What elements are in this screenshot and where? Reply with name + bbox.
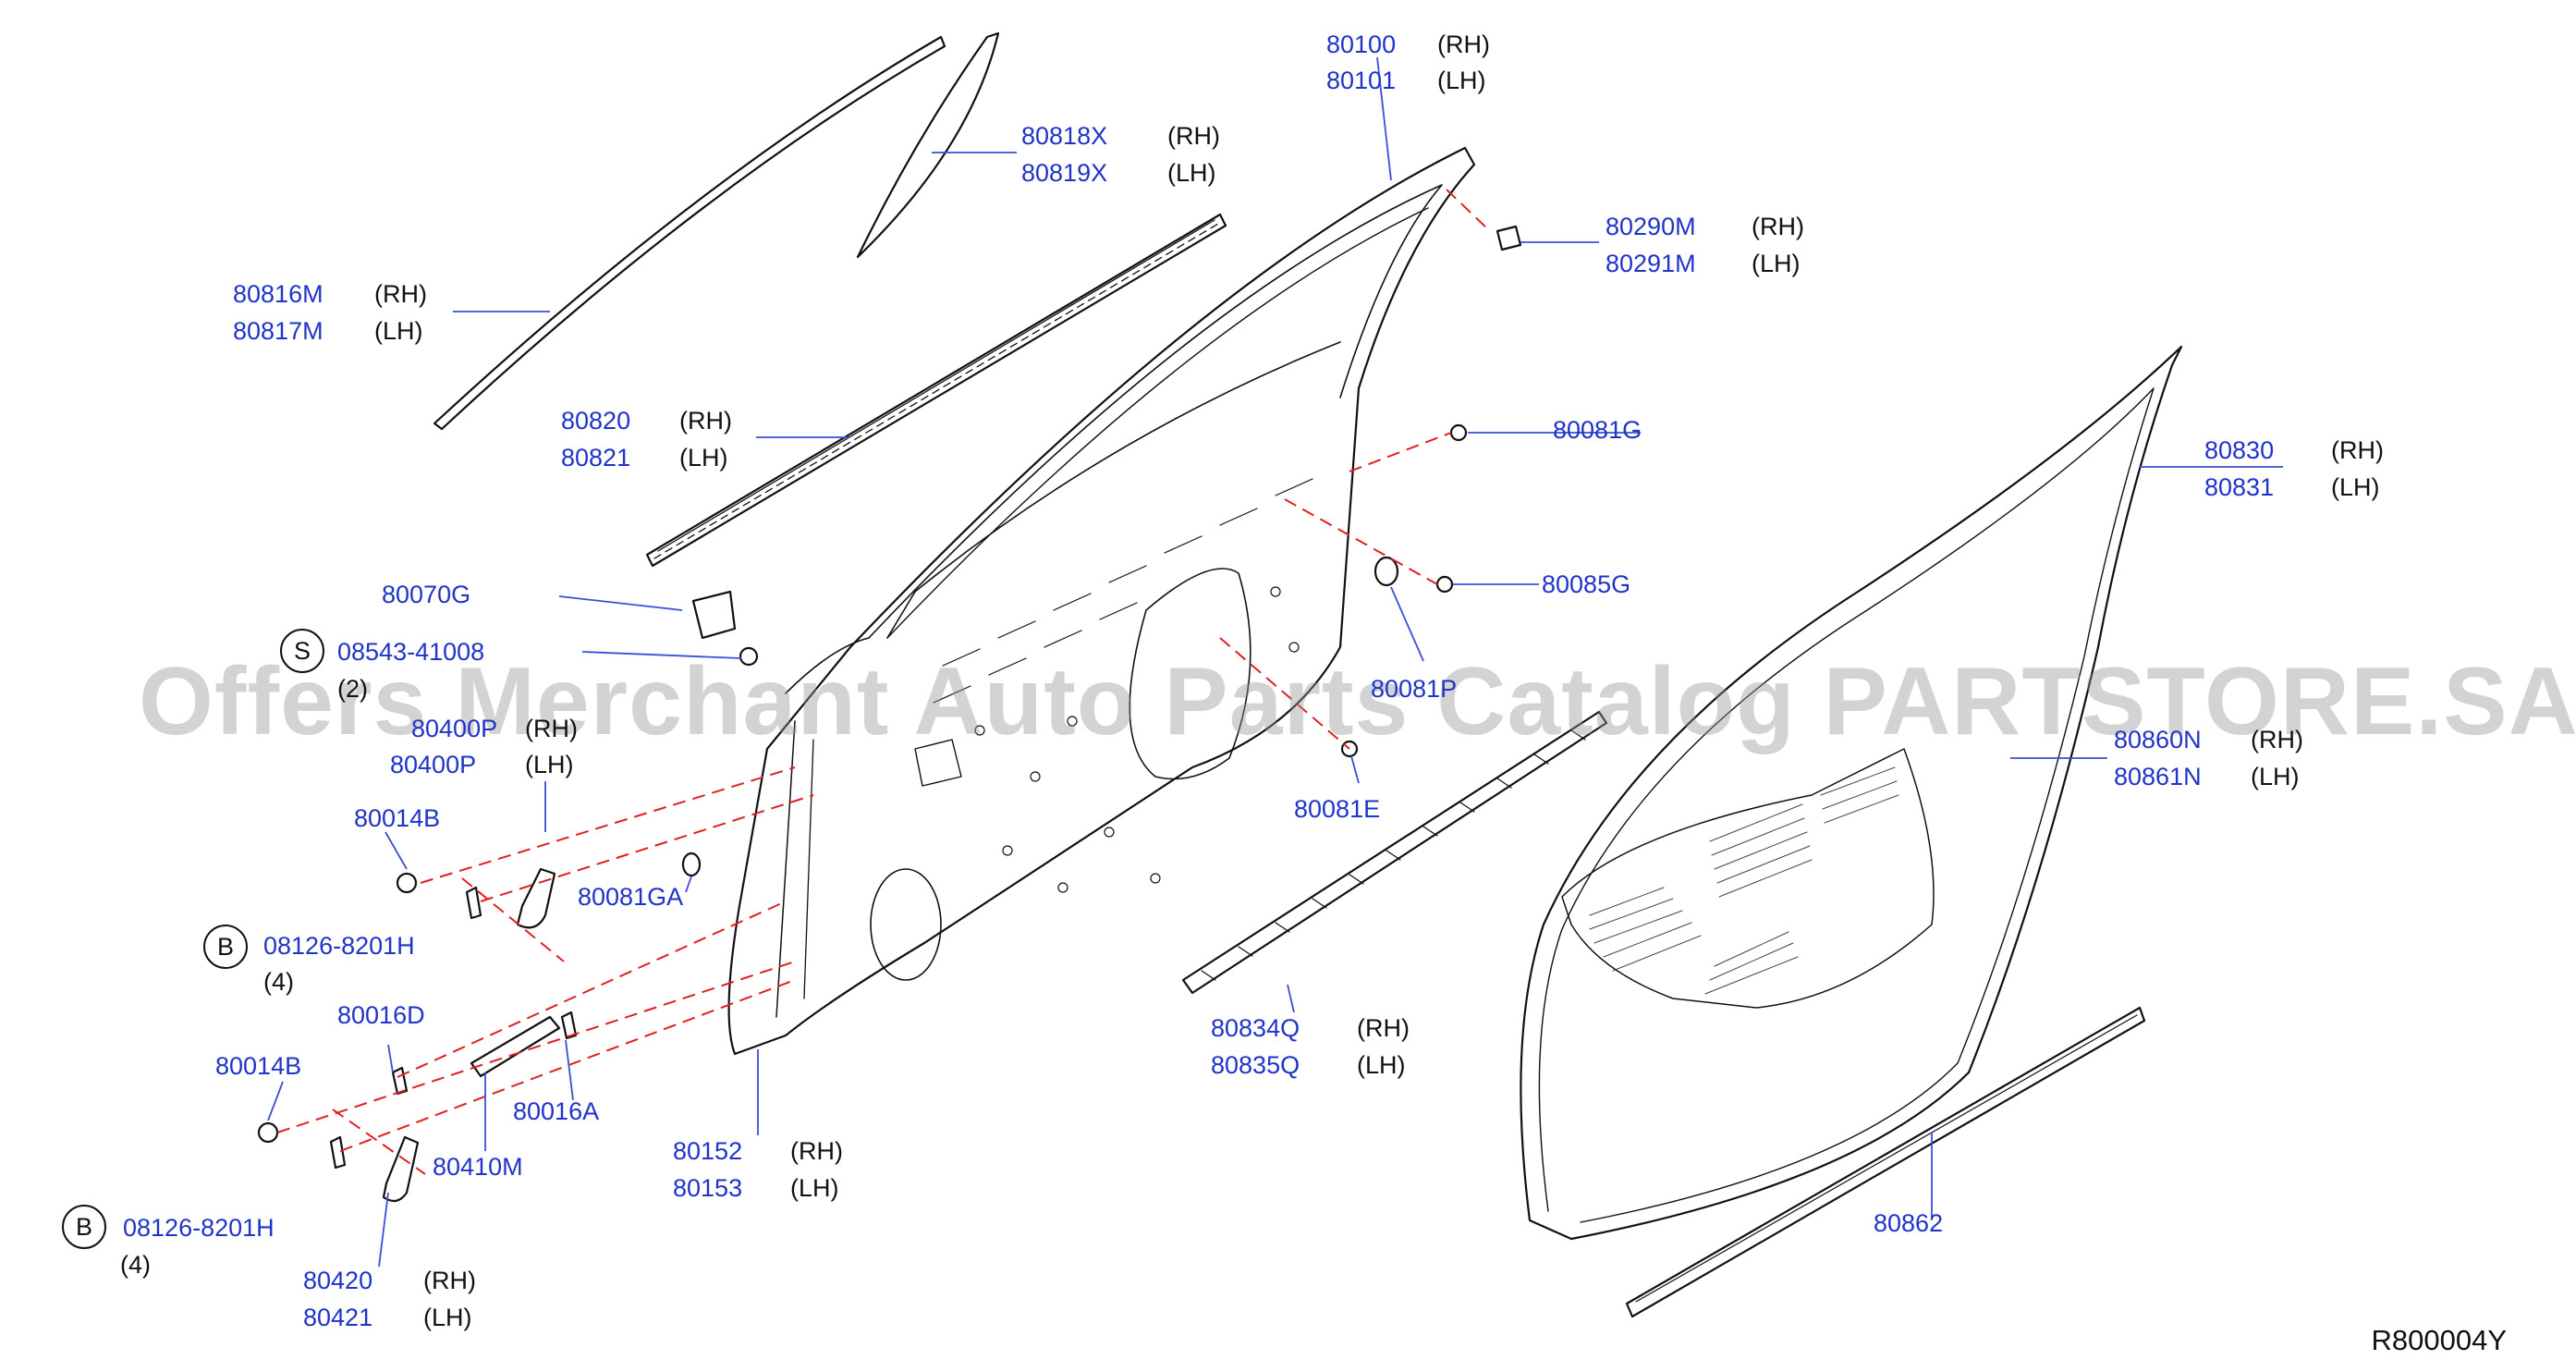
clip-80070G [691, 590, 737, 640]
bolt-upper [465, 886, 482, 920]
part-80816M[interactable]: 80816M [233, 280, 324, 308]
suffix-lh: (LH) [423, 1304, 472, 1331]
diagram-reference-code: R800004Y [2371, 1324, 2507, 1356]
symbol-b-circle: B [62, 1205, 106, 1249]
belt-moulding-strip [645, 213, 1227, 568]
suffix-lh: (LH) [1357, 1051, 1406, 1079]
part-80400P[interactable]: 80400P [390, 751, 477, 778]
part-80420[interactable]: 80420 [303, 1267, 373, 1294]
suffix-rh: (RH) [374, 280, 427, 308]
door-frame-outer [727, 146, 1476, 1056]
nut-lower [257, 1121, 279, 1144]
part-80291M[interactable]: 80291M [1605, 250, 1696, 277]
lower-door-seal [1625, 1006, 2146, 1318]
part-08543-41008[interactable]: 08543-41008 [337, 638, 485, 666]
symbol-b-circle: B [203, 925, 248, 969]
part-80862[interactable]: 80862 [1874, 1209, 1944, 1237]
part-80400P-rh[interactable]: 80400P [411, 715, 498, 742]
suffix-lh: (LH) [374, 317, 423, 345]
sealing-screen [1561, 748, 1935, 1009]
part-80835Q[interactable]: 80835Q [1211, 1051, 1300, 1079]
part-80100[interactable]: 80100 [1326, 31, 1397, 58]
part-80821[interactable]: 80821 [561, 444, 631, 472]
part-80818X[interactable]: 80818X [1021, 122, 1108, 150]
quantity-4: (4) [263, 968, 294, 996]
part-80014B[interactable]: 80014B [354, 804, 441, 832]
part-80081GA[interactable]: 80081GA [578, 883, 684, 911]
suffix-lh: (LH) [2331, 473, 2380, 501]
bolt-check [391, 1066, 409, 1096]
suffix-rh: (RH) [525, 715, 578, 742]
lower-hinge [382, 1135, 420, 1203]
grommet-80081E [1340, 740, 1359, 758]
suffix-lh: (LH) [679, 444, 728, 472]
suffix-rh: (RH) [423, 1267, 476, 1294]
sash-finisher-piece [856, 31, 1000, 259]
quantity-2: (2) [337, 675, 368, 703]
part-80831[interactable]: 80831 [2204, 473, 2275, 501]
part-80153[interactable]: 80153 [673, 1174, 743, 1202]
part-80101[interactable]: 80101 [1326, 67, 1397, 94]
suffix-rh: (RH) [2251, 726, 2303, 753]
part-80817M[interactable]: 80817M [233, 317, 324, 345]
part-80152[interactable]: 80152 [673, 1137, 743, 1165]
bolt-check-b [560, 1011, 578, 1040]
part-80860N[interactable]: 80860N [2114, 726, 2202, 753]
part-80819X[interactable]: 80819X [1021, 159, 1108, 187]
part-80081G[interactable]: 80081G [1553, 416, 1642, 444]
suffix-rh: (RH) [1357, 1014, 1410, 1042]
watermark-text: Offers Merchant Auto Parts Catalog PARTS… [139, 648, 2576, 755]
suffix-rh: (RH) [790, 1137, 843, 1165]
bracket-80290M [1496, 225, 1522, 251]
suffix-rh: (RH) [1167, 122, 1220, 150]
suffix-lh: (LH) [2251, 763, 2300, 790]
part-80820[interactable]: 80820 [561, 407, 631, 435]
suffix-lh: (LH) [1167, 159, 1216, 187]
plug-80081GA [681, 851, 702, 877]
outer-weatherstrip [1181, 710, 1608, 995]
plug-80085G [1435, 575, 1454, 594]
part-08126-8201H[interactable]: 08126-8201H [123, 1214, 275, 1242]
plug-80081P [1373, 556, 1399, 587]
suffix-rh: (RH) [1752, 213, 1804, 240]
part-80830[interactable]: 80830 [2204, 436, 2275, 464]
symbol-s-circle: S [280, 629, 324, 673]
screw-08543 [739, 646, 759, 667]
door-check-link [470, 1015, 561, 1078]
part-80014B[interactable]: 80014B [215, 1052, 302, 1080]
part-80085G[interactable]: 80085G [1542, 570, 1631, 598]
part-80410M[interactable]: 80410M [433, 1153, 523, 1181]
part-08126-8201H[interactable]: 08126-8201H [263, 932, 415, 960]
suffix-rh: (RH) [1437, 31, 1490, 58]
plug-80081G [1449, 423, 1468, 442]
suffix-lh: (LH) [790, 1174, 839, 1202]
part-80290M[interactable]: 80290M [1605, 213, 1696, 240]
part-80016D[interactable]: 80016D [337, 1001, 425, 1029]
part-80016A[interactable]: 80016A [513, 1097, 600, 1125]
nut-upper [396, 872, 418, 894]
suffix-rh: (RH) [2331, 436, 2384, 464]
inner-panel-opening [1129, 568, 1251, 780]
part-80081P[interactable]: 80081P [1371, 675, 1458, 703]
part-80421[interactable]: 80421 [303, 1304, 373, 1331]
suffix-lh: (LH) [1437, 67, 1486, 94]
part-80834Q[interactable]: 80834Q [1211, 1014, 1300, 1042]
suffix-lh: (LH) [1752, 250, 1801, 277]
door-weatherstrip [1520, 345, 2183, 1241]
suffix-rh: (RH) [679, 407, 732, 435]
part-80081E[interactable]: 80081E [1294, 795, 1381, 823]
bolt-lower [329, 1135, 347, 1170]
suffix-lh: (LH) [525, 751, 574, 778]
upper-hinge [516, 867, 556, 929]
part-80861N[interactable]: 80861N [2114, 763, 2202, 790]
roof-moulding-strip [433, 35, 946, 431]
quantity-4: (4) [120, 1251, 151, 1279]
part-80070G[interactable]: 80070G [382, 581, 471, 608]
